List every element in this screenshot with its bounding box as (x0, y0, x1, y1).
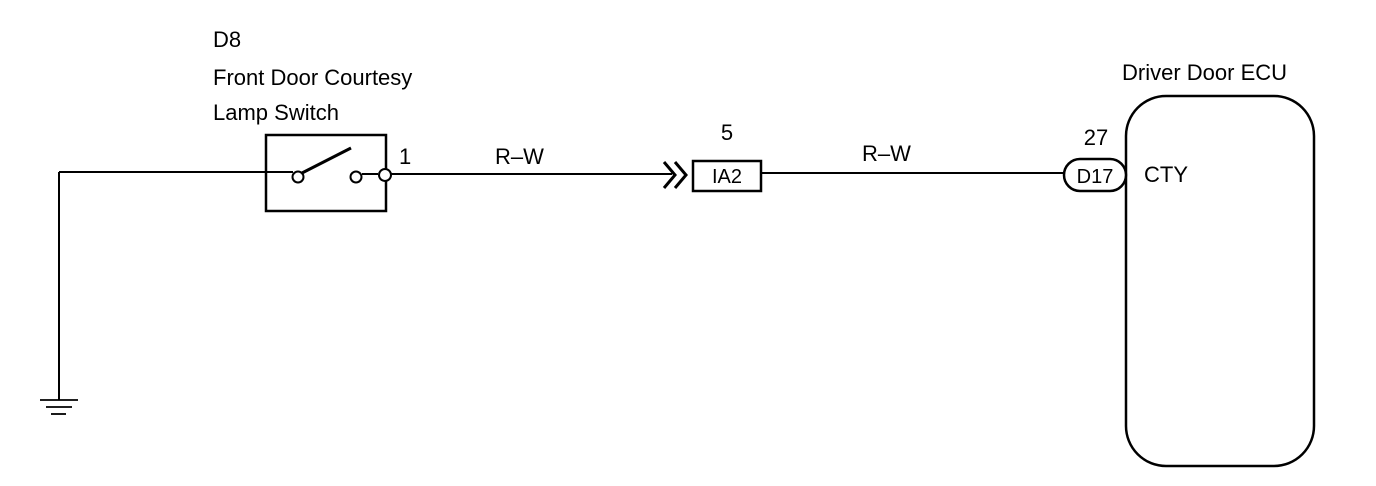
switch-name-line2: Lamp Switch (213, 100, 339, 125)
ecu-connector-badge (1062, 157, 1128, 193)
ecu-body (1124, 94, 1316, 468)
junction-connector-ia2: IA2 5 (662, 120, 763, 193)
wire-segment-left: R–W (391, 144, 672, 175)
ecu-pin-number: 27 (1084, 125, 1108, 150)
switch-name-line1: Front Door Courtesy (213, 65, 412, 90)
driver-door-ecu: Driver Door ECU 27 D17 CTY (1062, 60, 1316, 468)
switch-code: D8 (213, 27, 241, 52)
ecu-terminal-name: CTY (1144, 162, 1188, 187)
wire-segment-right: R–W (761, 141, 1064, 174)
connector-pin-number: 5 (721, 120, 733, 145)
ecu-connector-label: D17 (1077, 166, 1114, 188)
connector-chevron-icon-2 (673, 161, 688, 189)
switch-pin-number: 1 (399, 144, 411, 169)
ground-symbol-icon (40, 399, 78, 415)
courtesy-lamp-switch: D8 Front Door Courtesy Lamp Switch 1 (213, 27, 412, 213)
switch-blade-icon (301, 146, 352, 175)
connector-box (691, 159, 763, 193)
switch-terminal-icon (378, 168, 392, 182)
ground-wire (58, 171, 268, 400)
connector-chevron-icon (662, 161, 677, 189)
connector-label: IA2 (712, 166, 742, 188)
switch-contact-right-icon (349, 170, 363, 184)
ecu-title: Driver Door ECU (1122, 60, 1287, 85)
wire-color-right: R–W (862, 141, 911, 166)
switch-contact-left-icon (291, 170, 305, 184)
wire-color-left: R–W (495, 144, 544, 169)
